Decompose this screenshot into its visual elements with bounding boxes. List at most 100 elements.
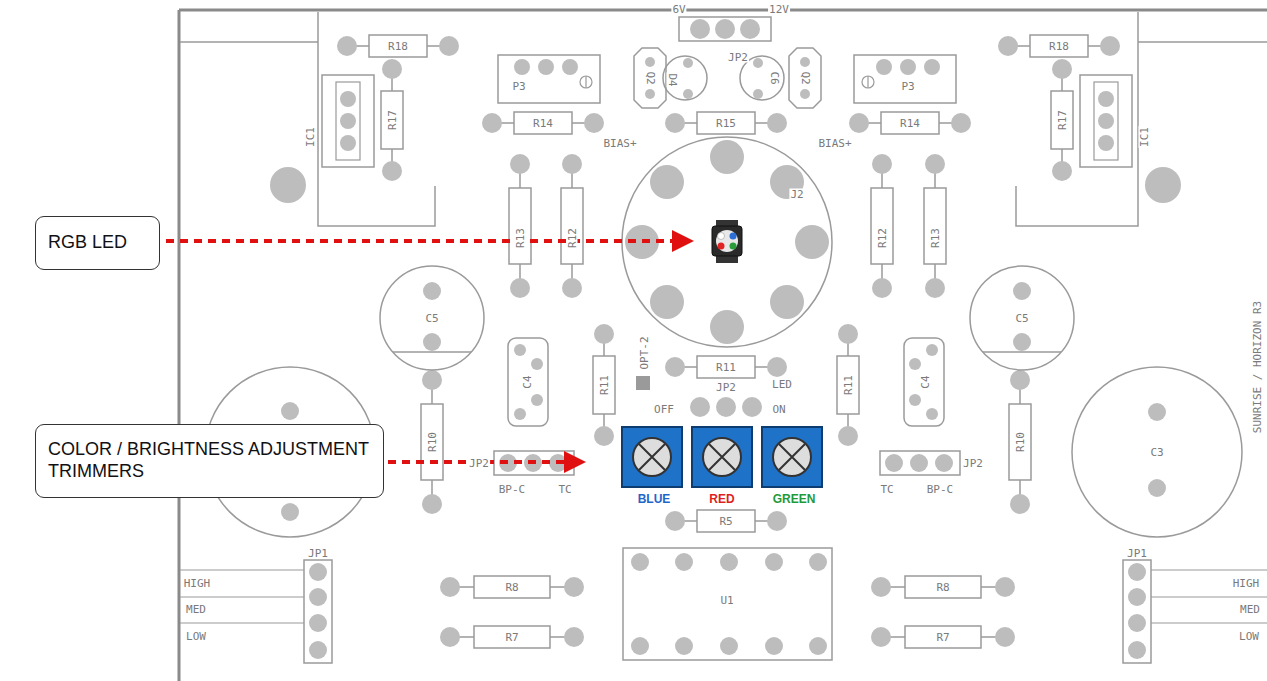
- resistor-symbol: [421, 370, 443, 514]
- pad: [270, 167, 306, 203]
- pad: [281, 503, 299, 521]
- silkscreen-label: R7: [935, 632, 950, 643]
- capacitor-outline: [970, 266, 1074, 370]
- resistor-symbol: [665, 356, 787, 378]
- silkscreen-label: R10: [427, 431, 438, 453]
- silkscreen-label: HIGH: [183, 578, 212, 589]
- leader-arrowhead: [564, 451, 586, 473]
- silkscreen-label: R14: [899, 118, 921, 129]
- resistor-symbol: [561, 154, 583, 298]
- pad: [720, 637, 738, 655]
- jumper-outline: [1123, 560, 1151, 663]
- pad: [631, 637, 649, 655]
- pad: [710, 140, 744, 174]
- pad: [645, 89, 655, 99]
- trimmer-knob: [703, 438, 741, 476]
- leader-line: [166, 239, 672, 243]
- resistor-symbol: [849, 112, 971, 134]
- rgb-led-lens: [716, 230, 738, 252]
- silkscreen-label: ON: [771, 404, 786, 415]
- polarity-mark: [393, 351, 471, 353]
- pad: [683, 58, 693, 68]
- pad: [340, 135, 356, 151]
- trimmer-slot: [639, 444, 665, 470]
- pad: [538, 59, 554, 75]
- silkscreen-label: JP2: [962, 458, 984, 469]
- resistor-symbol: [837, 324, 859, 446]
- polarity-mark: [862, 76, 874, 88]
- silkscreen-label: R18: [1048, 41, 1070, 52]
- silkscreen-label: P3: [511, 81, 526, 92]
- silkscreen-label: R5: [718, 516, 733, 527]
- polarity-mark: [585, 76, 586, 88]
- rgb-led-body: [712, 226, 742, 256]
- resistor-symbol: [593, 324, 615, 446]
- resistor-symbol: [1051, 59, 1073, 181]
- resistor-symbol: [871, 626, 1015, 648]
- silkscreen-label: J2: [789, 189, 804, 200]
- silkscreen-label: JP2: [715, 382, 737, 393]
- pad: [514, 408, 526, 420]
- trimmer-slot: [709, 444, 735, 470]
- silkscreen-line: [1151, 570, 1267, 623]
- resistor-symbol: [871, 576, 1015, 598]
- silkscreen-label: LED: [771, 379, 793, 390]
- trimmer-slot: [779, 444, 805, 470]
- silkscreen-label: R17: [387, 109, 398, 131]
- pad: [795, 225, 829, 259]
- pad: [1128, 614, 1146, 632]
- pad: [910, 454, 928, 472]
- resistor-symbol: [924, 154, 946, 298]
- pad: [514, 59, 530, 75]
- silkscreen-label: C6: [769, 70, 780, 85]
- capacitor-outline: [740, 56, 784, 100]
- board-edge: [179, 9, 1267, 12]
- pad: [309, 563, 327, 581]
- resistor-symbol: [440, 576, 584, 598]
- pad: [885, 454, 903, 472]
- pad: [1098, 113, 1114, 129]
- pad: [309, 614, 327, 632]
- pad: [340, 91, 356, 107]
- silkscreen-label: R11: [843, 374, 854, 396]
- silkscreen-label: R13: [515, 227, 526, 249]
- pad: [935, 454, 953, 472]
- callout-text: COLOR / BRIGHTNESS ADJUSTMENT TRIMMERS: [48, 439, 371, 482]
- silkscreen-label: C5: [424, 313, 439, 324]
- capacitor-outline: [1072, 367, 1242, 537]
- pad: [926, 408, 938, 420]
- silkscreen-label: TC: [557, 484, 572, 495]
- pad: [715, 19, 735, 39]
- pad: [531, 394, 543, 406]
- silkscreen-label: OFF: [653, 404, 675, 415]
- pad: [423, 333, 441, 351]
- pad: [631, 553, 649, 571]
- resistor-symbol: [665, 112, 787, 134]
- pad: [742, 397, 762, 417]
- socket-outline: [622, 137, 832, 347]
- pad: [924, 59, 940, 75]
- pad: [770, 165, 804, 199]
- pad: [309, 641, 327, 659]
- pad: [340, 113, 356, 129]
- pad: [1148, 403, 1166, 421]
- silkscreen-label: R10: [1015, 431, 1026, 453]
- silkscreen-label: JP2: [727, 52, 749, 63]
- resistor-symbol: [482, 112, 604, 134]
- polarity-mark: [983, 351, 1061, 353]
- pad: [753, 89, 763, 99]
- silkscreen-label: Q2: [645, 70, 656, 85]
- silkscreen-label: MED: [185, 604, 207, 615]
- trimmer-color-label: GREEN: [772, 493, 817, 505]
- silkscreen-label: C3: [1149, 447, 1164, 458]
- silkscreen-label: R12: [877, 227, 888, 249]
- silkscreen-label: LOW: [1238, 631, 1260, 642]
- silkscreen-label: R14: [532, 118, 554, 129]
- silkscreen-label: JP2: [468, 458, 490, 469]
- connector-outline: [498, 55, 600, 103]
- silkscreen-label: C5: [1014, 313, 1029, 324]
- silkscreen-label: R7: [504, 632, 519, 643]
- pad: [1013, 333, 1031, 351]
- pad: [1148, 479, 1166, 497]
- ic-outline: [1094, 82, 1118, 160]
